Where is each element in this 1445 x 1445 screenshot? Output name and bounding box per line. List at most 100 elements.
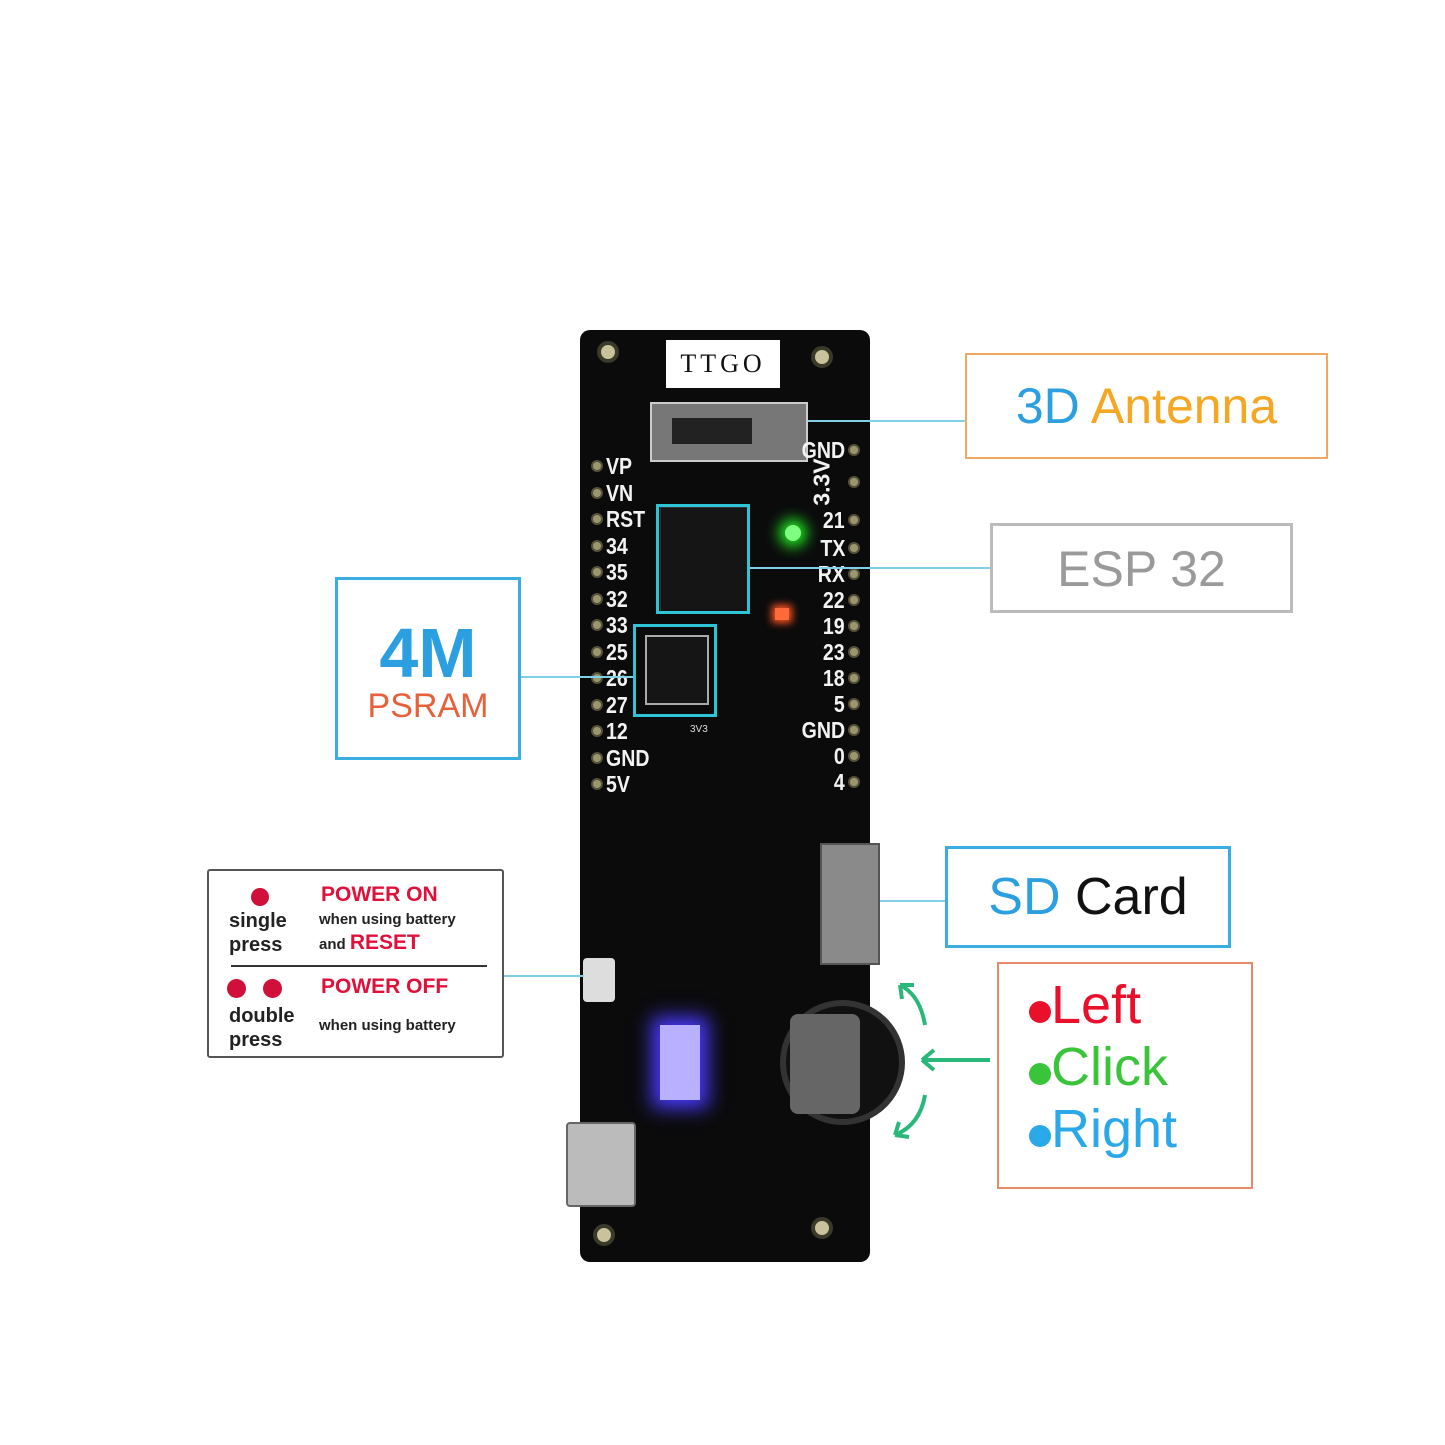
- right-pin-label: 5: [834, 691, 845, 717]
- board-label: TTGO: [666, 340, 780, 388]
- power-pointer: [504, 975, 584, 977]
- pin-hole: [848, 672, 860, 684]
- pin-hole: [591, 778, 603, 790]
- right-pin-label: RX: [817, 561, 845, 587]
- pin-hole: [848, 514, 860, 526]
- silkscreen-3v3: 3V3: [690, 724, 708, 735]
- mounting-hole: [811, 1217, 833, 1239]
- pin-hole: [848, 476, 860, 488]
- esp32-highlight: [656, 504, 750, 614]
- wheel-right: Right: [1029, 1098, 1251, 1160]
- left-pin-label: GND: [606, 744, 650, 771]
- pin-hole: [591, 672, 603, 684]
- pin-hole: [591, 460, 603, 472]
- left-pin-label: 32: [606, 585, 628, 612]
- left-pin-label: 25: [606, 638, 628, 665]
- pin-hole: [848, 568, 860, 580]
- pin-hole: [591, 619, 603, 631]
- left-pin-label: VN: [606, 479, 634, 506]
- right-pin-label: GND: [801, 437, 845, 463]
- left-pin-label: 26: [606, 665, 628, 691]
- blue-led: [660, 1025, 700, 1100]
- pin-hole: [848, 698, 860, 710]
- psram-pointer: [521, 676, 633, 678]
- pin-hole: [848, 542, 860, 554]
- antenna-switch: [650, 402, 808, 462]
- mounting-hole: [593, 1224, 615, 1246]
- antenna-3d-text: 3D: [1015, 378, 1080, 434]
- wheel-click: Click: [1029, 1036, 1251, 1098]
- card-text: Card: [1074, 868, 1188, 926]
- right-pin-label: TX: [820, 535, 845, 561]
- psram-size: 4M: [379, 614, 477, 692]
- left-pin-label: 5V: [606, 771, 630, 797]
- and-text: and RESET: [319, 931, 420, 954]
- right-pin-label: 19: [823, 613, 845, 639]
- wheel-callout: Left Click Right: [997, 962, 1253, 1189]
- right-pin-label: 0: [834, 743, 845, 769]
- mounting-hole: [597, 341, 619, 363]
- left-pin-label: 35: [606, 559, 628, 585]
- single-note: when using battery: [319, 911, 456, 928]
- left-pin-label: RST: [606, 506, 646, 532]
- right-pin-label: GND: [801, 717, 845, 743]
- wheel-direction-arrows-icon: [893, 983, 990, 1139]
- esp32-callout: ESP 32: [990, 523, 1293, 613]
- power-on-text: POWER ON: [321, 883, 438, 906]
- pin-hole: [591, 645, 603, 658]
- esp32-chip: [660, 507, 750, 613]
- double-press-dot-icon: [263, 979, 282, 998]
- psram-chip: [645, 635, 709, 705]
- power-button[interactable]: [583, 958, 615, 1002]
- sd-card-callout: SD Card: [945, 846, 1231, 948]
- reset-text: RESET: [349, 931, 420, 954]
- pin-hole: [591, 566, 603, 578]
- scroll-wheel[interactable]: [780, 1000, 905, 1125]
- micro-usb-port: [566, 1122, 636, 1207]
- pin-hole: [591, 698, 603, 711]
- left-pin-label: 27: [606, 691, 628, 718]
- antenna-callout: 3D Antenna: [965, 353, 1328, 459]
- pin-hole: [848, 724, 860, 736]
- pin-hole: [591, 513, 603, 525]
- sd-pointer: [880, 900, 945, 902]
- power-off-text: POWER OFF: [321, 975, 449, 998]
- left-pin-label: 34: [606, 532, 628, 559]
- right-pin-label: 4: [834, 769, 845, 795]
- right-pin-label: 3.3V: [808, 458, 835, 506]
- right-pin-label: 22: [823, 587, 845, 613]
- mounting-hole: [811, 346, 833, 368]
- antenna-text: Antenna: [1090, 378, 1278, 434]
- pin-hole: [591, 592, 603, 605]
- wheel-left: Left: [1029, 974, 1251, 1036]
- red-led: [775, 608, 789, 620]
- double-note: when using battery: [319, 1017, 456, 1034]
- psram-label: PSRAM: [367, 687, 489, 725]
- pin-hole: [848, 620, 860, 632]
- single-press-dot-icon: [251, 888, 269, 906]
- left-pin-label: 12: [606, 718, 628, 744]
- left-pin-label: VP: [606, 453, 633, 479]
- sd-card-slot: [820, 843, 880, 965]
- double-press-dot-icon: [227, 979, 246, 998]
- pin-hole: [848, 444, 860, 456]
- divider: [231, 965, 487, 967]
- pin-hole: [591, 725, 603, 737]
- psram-highlight: [633, 624, 717, 717]
- esp-pointer: [750, 567, 990, 569]
- pin-hole: [591, 486, 603, 499]
- pin-hole: [591, 751, 603, 764]
- pin-hole: [848, 750, 860, 762]
- antenna-pointer: [808, 420, 965, 422]
- green-led: [785, 525, 801, 541]
- right-pin-label: 21: [823, 507, 845, 533]
- pin-hole: [848, 776, 860, 788]
- pin-hole: [591, 539, 603, 552]
- sd-text: SD: [988, 868, 1061, 926]
- pin-hole: [848, 594, 860, 606]
- left-pin-label: 33: [606, 612, 628, 638]
